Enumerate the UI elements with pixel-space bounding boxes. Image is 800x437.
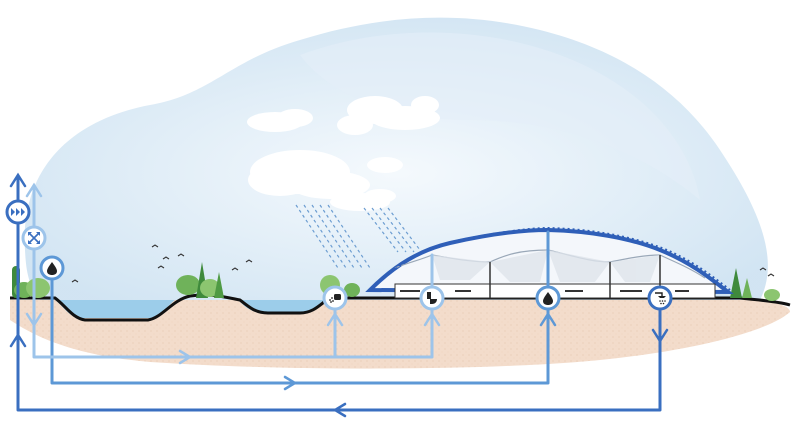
hose-sprinkler-icon — [322, 285, 348, 311]
water-drop-icon — [535, 285, 561, 311]
cloud-center — [248, 150, 403, 199]
pond-right — [238, 300, 325, 312]
water-drop-icon — [39, 255, 65, 281]
rain-left — [295, 204, 371, 269]
ground — [10, 300, 790, 369]
shower-icon — [647, 285, 673, 311]
birds — [71, 244, 775, 283]
cloud-small — [330, 189, 396, 211]
pond-left — [55, 300, 175, 318]
trees-hill — [176, 262, 224, 298]
arrowheads — [9, 172, 669, 418]
rain-right — [363, 207, 421, 253]
roof-beads — [371, 226, 731, 291]
flow-line-outer — [16, 176, 662, 412]
building-interior-marks — [400, 290, 689, 292]
sky-highlight — [300, 32, 700, 200]
cloud-top-right — [337, 96, 440, 135]
roof-curtains — [432, 250, 660, 282]
recycle-arrows-icon — [21, 225, 47, 251]
fast-forward-icon — [5, 199, 31, 225]
toilet-icon — [419, 285, 445, 311]
cloud-top-left — [247, 109, 313, 132]
trees-right — [730, 268, 780, 301]
